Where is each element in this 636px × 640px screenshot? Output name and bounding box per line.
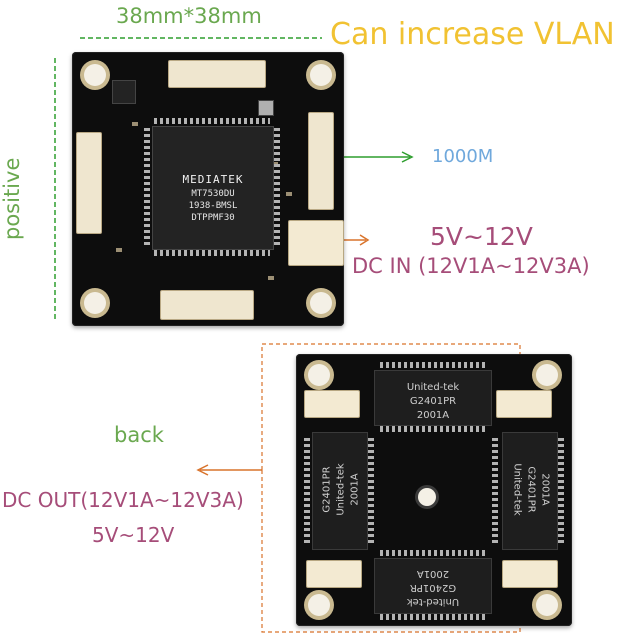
chip-code-text: DTPPMF30: [191, 213, 235, 223]
transformer-pins: [380, 614, 486, 620]
front-voltage-label: 5V~12V: [430, 222, 533, 251]
front-pcb-board: MEDIATEK MT7530DU 1938-BMSL DTPPMF30: [72, 52, 344, 326]
chip-brand-text: MEDIATEK: [182, 173, 244, 186]
smd-component: [286, 192, 292, 196]
dcout-arrow-head: [196, 464, 209, 476]
dcin-arrow-head: [359, 234, 370, 246]
mount-hole-top-right: [536, 364, 558, 386]
transformer-pins: [558, 438, 564, 544]
smd-component: [268, 276, 274, 280]
transformer-pins: [380, 550, 486, 556]
transformer-code: 2001A: [539, 473, 551, 506]
left-port-connector: [76, 132, 102, 234]
transformer-code: 2001A: [416, 568, 450, 579]
back-side-label: back: [114, 423, 164, 447]
regulator-chip: [112, 80, 136, 104]
transformer-pins: [368, 438, 374, 544]
chip-pins-right: [274, 128, 280, 246]
mount-hole-bottom-right: [536, 594, 558, 616]
transformer-right: United-tek G2401PR 2001A: [502, 432, 558, 550]
transformer-pins: [380, 362, 486, 368]
transformer-model: G2401PR: [321, 466, 333, 513]
power-jack-bottom-right: [502, 560, 558, 588]
mount-hole-bottom-left: [84, 292, 106, 314]
power-jack-top-left: [304, 390, 360, 418]
crystal-component: [258, 100, 274, 116]
speed-arrow-head: [401, 151, 414, 163]
top-port-connector: [168, 60, 266, 88]
board-size-label: 38mm*38mm: [116, 4, 262, 28]
mount-hole-top-left: [308, 364, 330, 386]
mount-hole-bottom-right: [310, 292, 332, 314]
transformer-left: United-tek G2401PR 2001A: [312, 432, 368, 550]
vlan-label: Can increase VLAN: [330, 17, 615, 52]
back-pcb-board: United-tek G2401PR 2001A United-tek G240…: [296, 354, 572, 626]
mount-hole-bottom-left: [308, 594, 330, 616]
transformer-brand: United-tek: [511, 463, 523, 516]
transformer-model: G2401PR: [409, 396, 457, 407]
transformer-pins: [380, 426, 486, 432]
main-switch-chip: MEDIATEK MT7530DU 1938-BMSL DTPPMF30: [152, 126, 274, 250]
mount-hole-top-left: [84, 64, 106, 86]
chip-pins-bottom: [154, 250, 270, 256]
transformer-pins: [492, 438, 498, 544]
center-via-hole: [418, 488, 436, 506]
transformer-bottom: 2001A G2401PR United-tek: [374, 558, 492, 614]
smd-component: [116, 248, 122, 252]
back-voltage-label: 5V~12V: [92, 523, 175, 547]
positive-side-label: positive: [0, 157, 24, 240]
power-jack-bottom-left: [306, 560, 362, 588]
chip-pins-left: [144, 128, 150, 246]
transformer-brand: United-tek: [406, 596, 460, 607]
transformer-top: United-tek G2401PR 2001A: [374, 370, 492, 426]
transformer-brand: United-tek: [335, 463, 347, 516]
chip-model-text: MT7530DU: [191, 189, 235, 199]
speed-label: 1000M: [432, 146, 494, 167]
chip-lot-text: 1938-BMSL: [188, 201, 238, 211]
transformer-model: G2401PR: [525, 466, 537, 513]
smd-component: [132, 122, 138, 126]
mount-hole-top-right: [310, 64, 332, 86]
transformer-model: G2401PR: [409, 582, 457, 593]
transformer-code: 2001A: [416, 410, 450, 421]
dc-out-label: DC OUT(12V1A~12V3A): [2, 488, 244, 512]
dc-in-label: DC IN (12V1A~12V3A): [352, 254, 590, 278]
transformer-code: 2001A: [349, 473, 361, 506]
power-jack-top-right: [496, 390, 552, 418]
chip-pins-top: [154, 118, 270, 124]
right-port-connector: [308, 112, 334, 210]
bottom-port-connector: [160, 290, 254, 320]
transformer-brand: United-tek: [406, 382, 460, 393]
transformer-pins: [304, 438, 310, 544]
dc-in-jack: [288, 220, 344, 266]
